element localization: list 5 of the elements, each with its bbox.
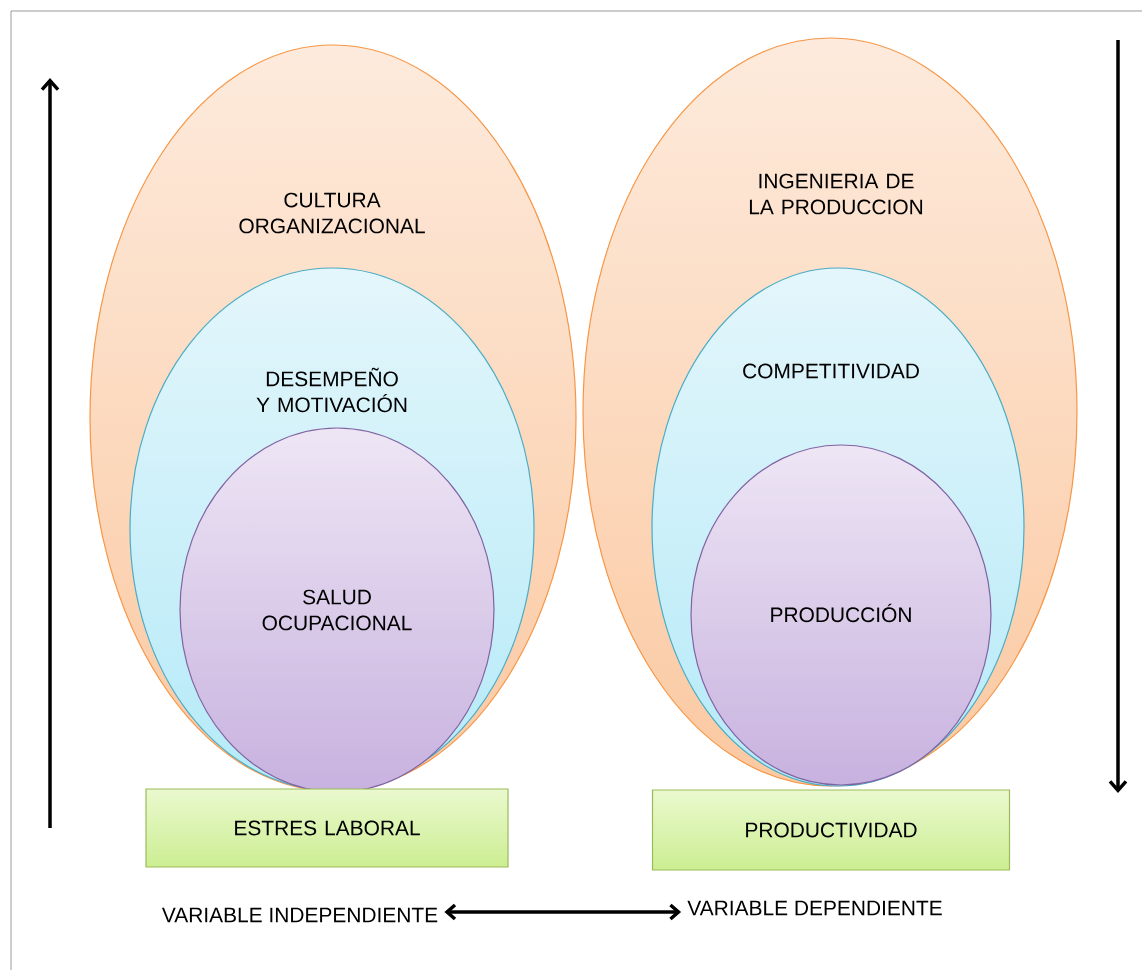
- variable-label: VARIABLE INDEPENDIENTE: [161, 907, 438, 923]
- double-arrow: [444, 903, 682, 921]
- variable-label: VARIABLE DEPENDIENTE: [687, 900, 942, 916]
- variable-box: ESTRES LABORAL: [145, 788, 509, 868]
- variable-box: PRODUCTIVIDAD: [651, 789, 1011, 871]
